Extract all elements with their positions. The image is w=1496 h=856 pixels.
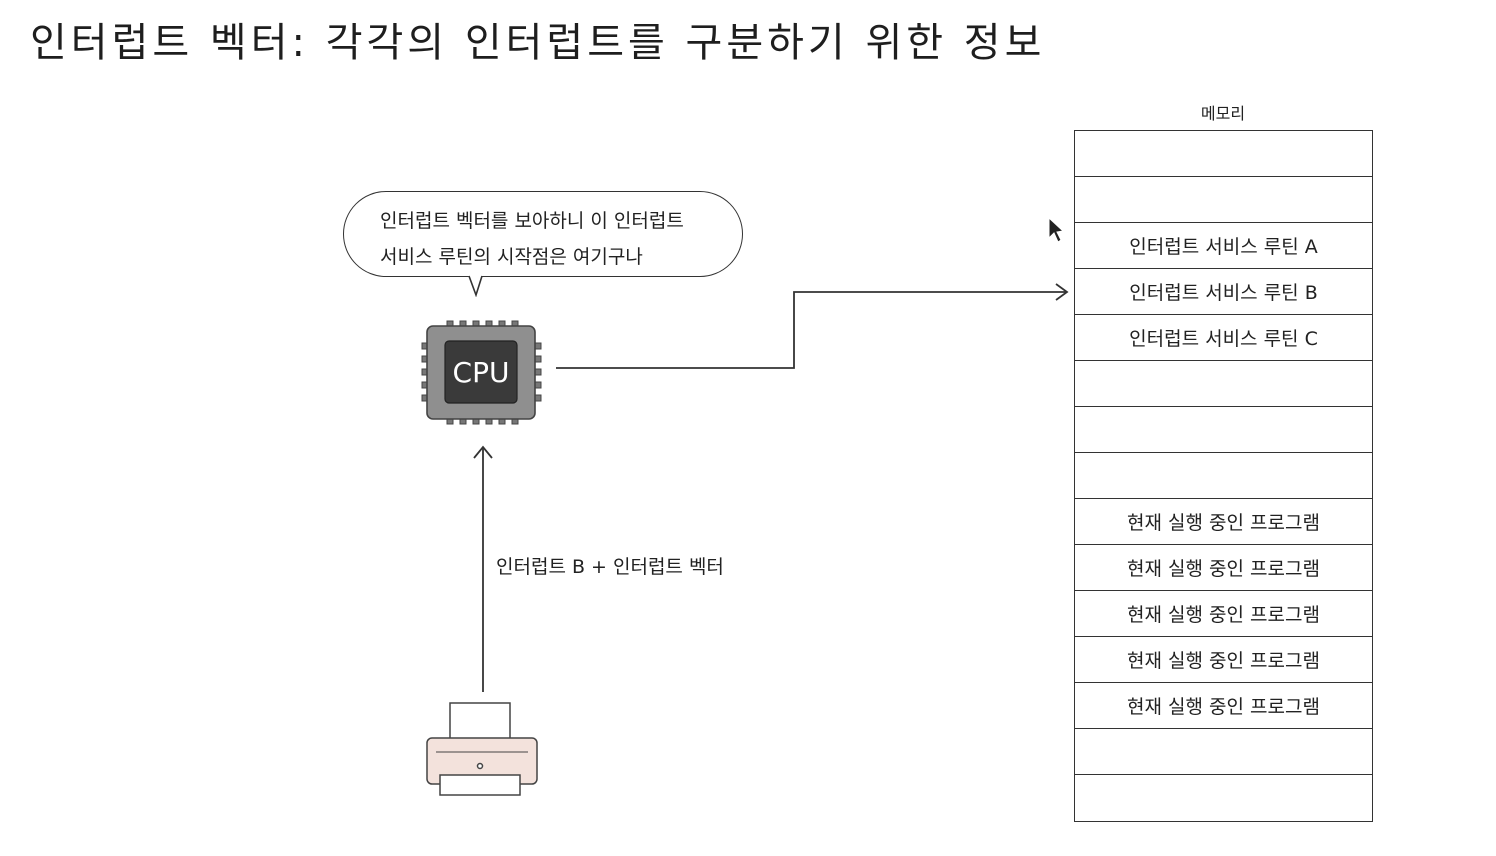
- memory-cell: [1075, 131, 1372, 177]
- memory-cell: [1075, 453, 1372, 499]
- memory-cell: [1075, 177, 1372, 223]
- memory-cell: [1075, 775, 1372, 821]
- memory-cell: [1075, 729, 1372, 775]
- memory-cell-isr-b: 인터럽트 서비스 루틴 B: [1075, 269, 1372, 315]
- memory-cell: [1075, 361, 1372, 407]
- printer-icon: [426, 702, 538, 796]
- memory-cell-isr-c: 인터럽트 서비스 루틴 C: [1075, 315, 1372, 361]
- cpu-chip-icon: [421, 320, 542, 425]
- cursor-icon: [1048, 216, 1065, 243]
- speech-bubble: 인터럽트 벡터를 보아하니 이 인터럽트 서비스 루틴의 시작점은 여기구나: [343, 191, 743, 277]
- bubble-tail-icon: [468, 275, 483, 297]
- bubble-text-line-2: 서비스 루틴의 시작점은 여기구나: [380, 246, 643, 268]
- memory-label: 메모리: [1200, 104, 1246, 123]
- memory-cell-program: 현재 실행 중인 프로그램: [1075, 637, 1372, 683]
- memory-cell-isr-a: 인터럽트 서비스 루틴 A: [1075, 223, 1372, 269]
- memory-cell-program: 현재 실행 중인 프로그램: [1075, 545, 1372, 591]
- vector-arrow: [556, 283, 1069, 369]
- memory-block: 인터럽트 서비스 루틴 A 인터럽트 서비스 루틴 B 인터럽트 서비스 루틴 …: [1074, 130, 1373, 822]
- bubble-text-line-1: 인터럽트 벡터를 보아하니 이 인터럽트: [380, 210, 684, 232]
- memory-cell: [1075, 407, 1372, 453]
- memory-cell-program: 현재 실행 중인 프로그램: [1075, 683, 1372, 729]
- memory-cell-program: 현재 실행 중인 프로그램: [1075, 591, 1372, 637]
- cpu-label: CPU: [452, 355, 510, 389]
- memory-cell-program: 현재 실행 중인 프로그램: [1075, 499, 1372, 545]
- interrupt-label: 인터럽트 B + 인터럽트 벡터: [496, 556, 724, 578]
- page-title: 인터럽트 벡터: 각각의 인터럽트를 구분하기 위한 정보: [30, 20, 1046, 66]
- interrupt-arrow: [473, 445, 493, 692]
